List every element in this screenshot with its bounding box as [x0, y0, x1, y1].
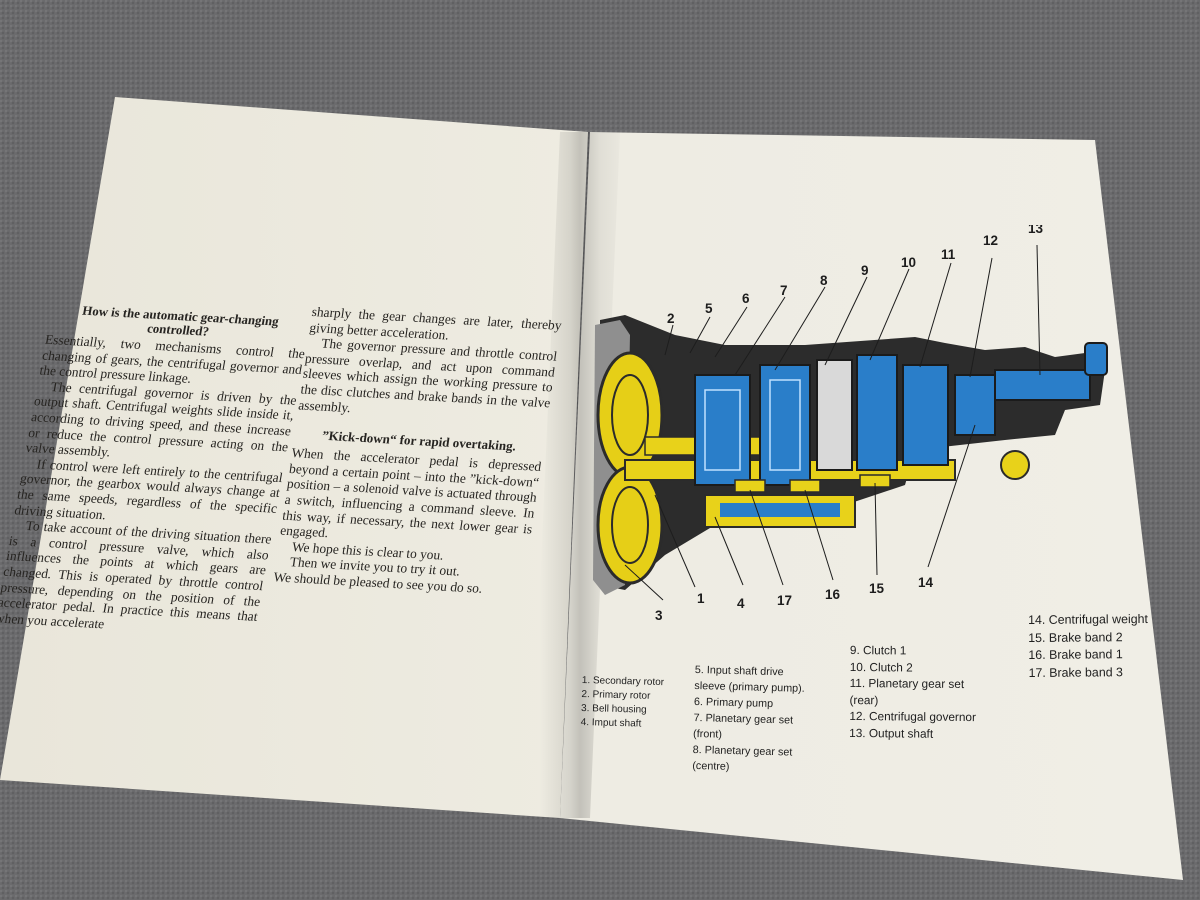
output-shaft [994, 369, 1091, 401]
callout-10: 10 [901, 255, 916, 270]
legend-column-3: 9. Clutch 1 10. Clutch 2 11. Planetary g… [849, 642, 976, 742]
callout-1: 1 [697, 591, 705, 606]
legend-item: 16. Brake band 1 [1028, 647, 1123, 662]
callout-11: 11 [941, 247, 956, 262]
callout-2: 2 [667, 311, 675, 326]
legend-item: 12. Centrifugal governor [849, 708, 976, 725]
clutch-2 [856, 354, 898, 471]
centrifugal-weight [1000, 450, 1030, 480]
callout-14: 14 [918, 575, 934, 590]
legend-item: 15. Brake band 2 [1028, 629, 1123, 645]
callout-7: 7 [780, 283, 788, 298]
legend-column-2: 5. Input shaft drive sleeve (primary pum… [692, 662, 805, 777]
callout-3: 3 [655, 608, 663, 623]
legend-item: 4. Imput shaft [580, 716, 642, 730]
legend-item: (rear) [849, 692, 879, 707]
callout-16: 16 [825, 587, 841, 602]
rotor-ring [611, 486, 649, 564]
rotor-ring [611, 374, 649, 456]
planetary-gear-set-rear [902, 364, 949, 466]
callout-numbers: 1 2 3 4 5 6 7 8 9 10 11 12 13 14 15 16 1… [655, 225, 1044, 623]
secondary-rotor [596, 351, 664, 479]
clutch-1 [816, 359, 853, 471]
callout-6: 6 [742, 291, 750, 306]
leader-lines [624, 244, 1041, 601]
legend-item: (centre) [692, 759, 730, 773]
legend-item: 14. Centrifugal weight [1028, 611, 1148, 627]
legend-item: 10. Clutch 2 [849, 659, 913, 675]
paragraph: The centrifugal governor is driven by th… [24, 378, 298, 460]
output-flange [1084, 342, 1108, 376]
legend-column-4: 14. Centrifugal weight 15. Brake band 2 … [1028, 611, 1148, 682]
right-text-column: sharply the gear changes are later, ther… [273, 304, 563, 599]
callout-4: 4 [737, 596, 745, 611]
callout-15: 15 [869, 581, 885, 596]
paragraph: When the accelerator pedal is depressed … [279, 445, 543, 541]
callout-17: 17 [777, 593, 792, 608]
primary-rotor [596, 465, 664, 585]
callout-9: 9 [861, 263, 869, 278]
gear-detail [769, 379, 801, 471]
callout-13: 13 [1028, 225, 1044, 236]
planetary-gear-set-front [694, 374, 751, 486]
valve-channels [720, 503, 840, 517]
planetary-gear-set-centre [759, 364, 811, 486]
legend-item: 9. Clutch 1 [849, 642, 907, 658]
callout-8: 8 [820, 273, 828, 288]
paragraph: To take account of the driving situation… [0, 518, 273, 632]
brake-band-3 [734, 479, 766, 493]
callout-5: 5 [705, 301, 713, 316]
paragraph: The governor pressure and throttle contr… [297, 335, 559, 415]
legend-item: 11. Planetary gear set [849, 675, 965, 691]
legend-column-1: 1. Secondary rotor 2. Primary rotor 3. B… [581, 674, 665, 732]
legend-item: 13. Output shaft [849, 725, 934, 741]
transmission-cutaway-diagram: 1 2 3 4 5 6 7 8 9 10 11 12 13 14 15 16 1… [593, 225, 1108, 623]
brake-band-1 [789, 479, 821, 493]
gear-detail [704, 389, 741, 471]
callout-12: 12 [983, 233, 998, 248]
legend-item: 17. Brake band 3 [1028, 664, 1123, 680]
